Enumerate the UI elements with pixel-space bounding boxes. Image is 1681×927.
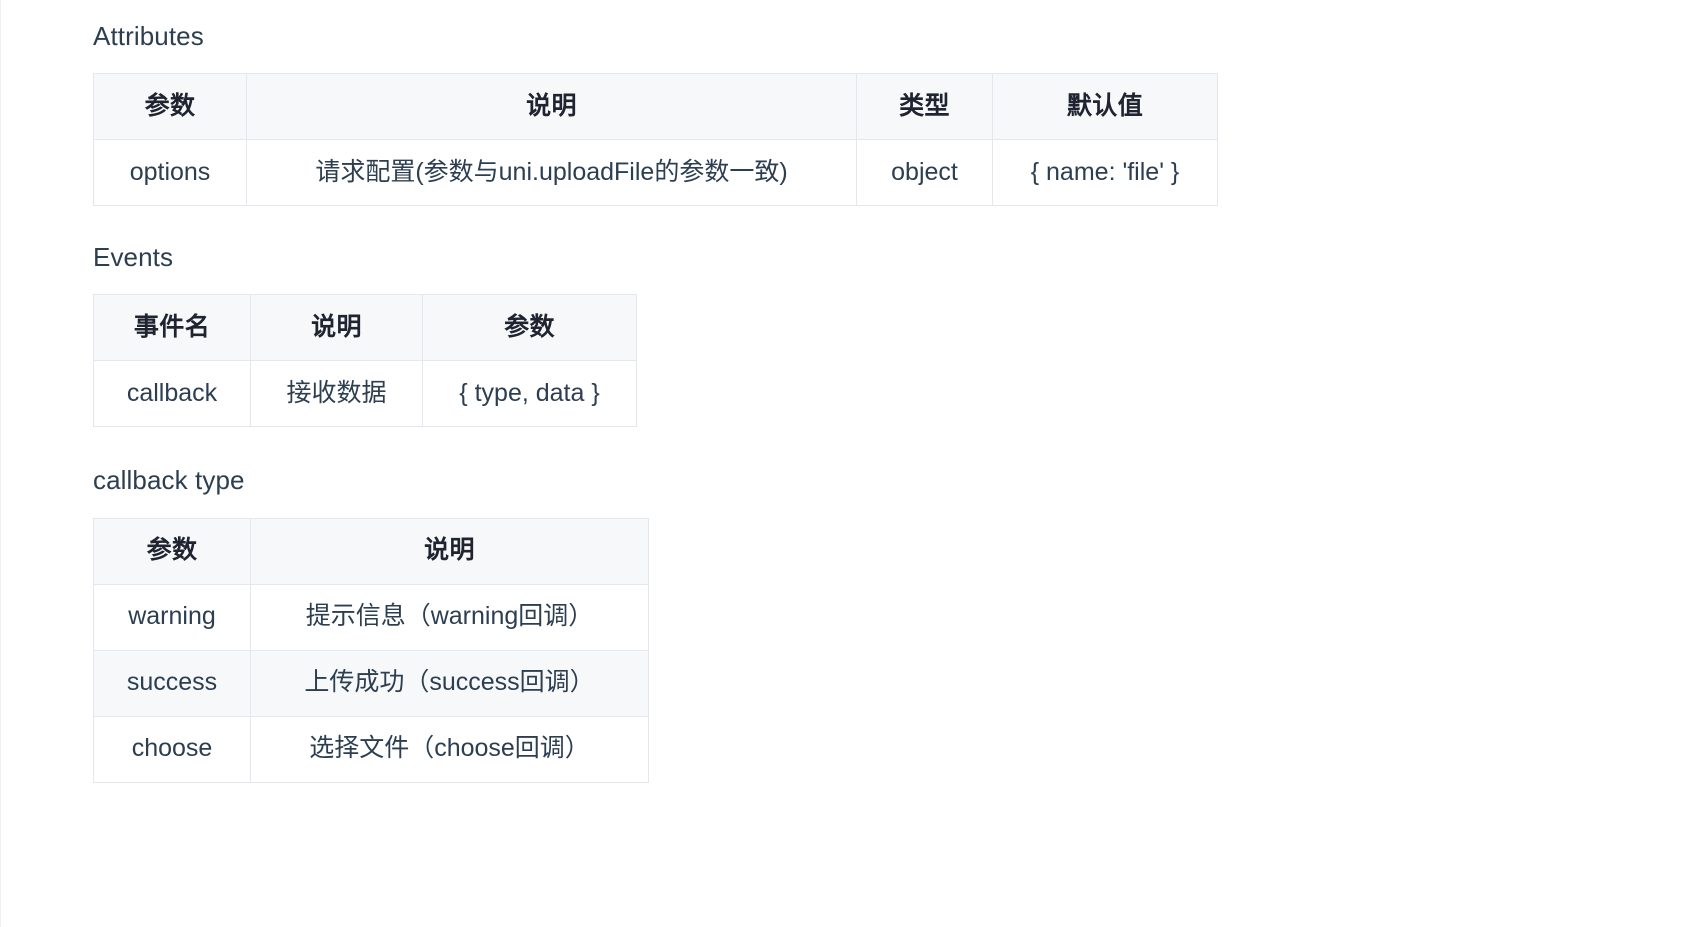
section-heading-events: Events [93, 242, 174, 273]
cell-param: options [93, 139, 247, 207]
attributes-table: 参数 说明 类型 默认值 options 请求配置(参数与uni.uploadF… [93, 73, 1218, 207]
cell-desc: 选择文件（choose回调） [250, 715, 649, 783]
table-header-row: 参数 说明 [93, 517, 649, 585]
table-row: success 上传成功（success回调） [93, 649, 649, 717]
section-heading-callback-type: callback type [93, 465, 245, 496]
table-row: callback 接收数据 { type, data } [93, 360, 637, 428]
column-header-param: 参数 [93, 73, 247, 141]
section-heading-attributes: Attributes [93, 21, 204, 51]
column-header-param: 参数 [422, 294, 637, 362]
column-header-default: 默认值 [992, 73, 1218, 141]
events-table: 事件名 说明 参数 callback 接收数据 { type, data } [93, 294, 637, 428]
cell-type: object [856, 139, 993, 207]
cell-param: choose [93, 715, 251, 783]
column-header-desc: 说明 [246, 73, 857, 141]
cell-event-name: callback [93, 360, 251, 428]
table-row: warning 提示信息（warning回调） [93, 583, 649, 651]
cell-default: { name: 'file' } [992, 139, 1218, 207]
table-header-row: 参数 说明 类型 默认值 [93, 73, 1218, 141]
table-row: options 请求配置(参数与uni.uploadFile的参数一致) obj… [93, 139, 1218, 207]
cell-param: success [93, 649, 251, 717]
cell-desc: 提示信息（warning回调） [250, 583, 649, 651]
column-header-desc: 说明 [250, 294, 423, 362]
column-header-param: 参数 [93, 517, 251, 585]
table-header-row: 事件名 说明 参数 [93, 294, 637, 362]
cell-param: warning [93, 583, 251, 651]
callback-type-table: 参数 说明 warning 提示信息（warning回调） success 上传… [93, 517, 649, 783]
column-header-event-name: 事件名 [93, 294, 251, 362]
cell-param: { type, data } [422, 360, 637, 428]
column-header-desc: 说明 [250, 517, 649, 585]
table-row: choose 选择文件（choose回调） [93, 715, 649, 783]
cell-desc: 接收数据 [250, 360, 423, 428]
cell-desc: 请求配置(参数与uni.uploadFile的参数一致) [246, 139, 857, 207]
cell-desc: 上传成功（success回调） [250, 649, 649, 717]
page-left-edge-rule [0, 0, 1, 927]
column-header-type: 类型 [856, 73, 993, 141]
